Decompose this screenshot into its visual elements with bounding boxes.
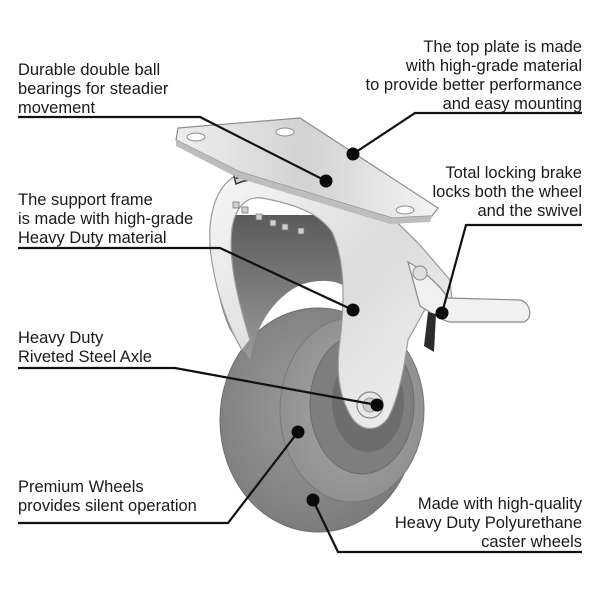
callout-line: Premium Wheels	[18, 478, 144, 496]
callout-premium-wheels: Premium Wheels provides silent operation	[18, 478, 197, 516]
plate-holes	[186, 127, 415, 215]
callout-line: to provide better performance	[365, 76, 582, 94]
callout-line: Riveted Steel Axle	[18, 348, 152, 366]
callout-line: bearings for steadier	[18, 80, 169, 98]
frame-interior	[214, 215, 350, 360]
support-frame	[209, 172, 453, 430]
callout-dots	[291, 147, 449, 507]
callout-line: The top plate is made	[423, 38, 582, 56]
dot-frame	[346, 303, 360, 317]
callout-line: and the swivel	[477, 202, 582, 220]
callout-line: Heavy Duty Polyurethane	[394, 514, 582, 532]
callout-line: and easy mounting	[442, 95, 582, 113]
brake-pivot	[412, 265, 428, 281]
callout-line: Durable double ball	[18, 61, 161, 79]
dot-bearings	[319, 174, 333, 188]
leader-axle	[18, 366, 378, 407]
dot-poly	[306, 493, 320, 507]
callout-support-frame: The support frame is made with high-grad…	[18, 191, 193, 248]
callout-line: movement	[18, 99, 96, 117]
callout-line: Heavy Duty	[18, 329, 104, 347]
callout-line: Heavy Duty material	[18, 229, 167, 247]
leader-topplate	[352, 111, 582, 155]
dot-topplate	[346, 147, 360, 161]
brake-lever	[424, 312, 436, 352]
caster	[175, 117, 531, 533]
leader-wheels	[18, 431, 299, 525]
callout-line: The support frame	[18, 191, 153, 209]
callout-line: is made with high-grade	[18, 210, 194, 228]
dot-brake	[435, 306, 449, 320]
callout-polyurethane: Made with high-quality Heavy Duty Polyur…	[395, 495, 582, 552]
leader-brake	[440, 223, 582, 314]
callout-line: Total locking brake	[445, 164, 582, 182]
callout-brake: Total locking brake locks both the wheel…	[432, 164, 582, 221]
dot-wheels	[291, 425, 305, 439]
dot-axle	[370, 398, 384, 412]
leader-poly	[312, 499, 582, 554]
callout-line: caster wheels	[481, 533, 582, 551]
callout-line: Made with high-quality	[417, 495, 582, 513]
callout-line: with high-grade material	[405, 57, 582, 75]
frame-rivets	[232, 201, 305, 235]
callout-bearings: Durable double ball bearings for steadie…	[18, 61, 168, 118]
leader-frame	[18, 246, 354, 311]
callout-line: locks both the wheel	[432, 183, 582, 201]
callout-top-plate: The top plate is made with high-grade ma…	[366, 38, 582, 114]
leader-lines	[18, 111, 582, 554]
callout-line: provides silent operation	[18, 497, 197, 515]
callout-axle: Heavy Duty Riveted Steel Axle	[18, 329, 152, 367]
leader-bearings	[18, 115, 327, 182]
